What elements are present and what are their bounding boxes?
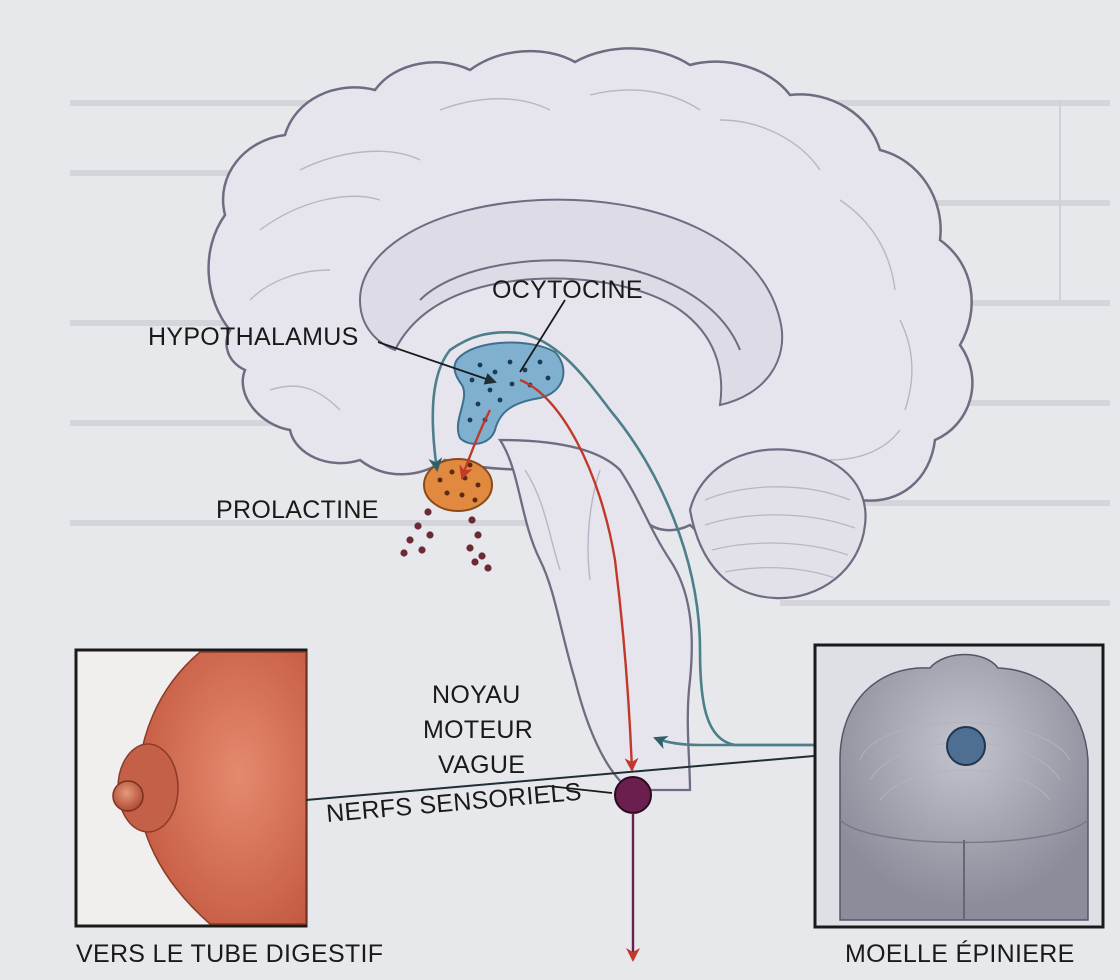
vagal-nucleus xyxy=(614,776,652,814)
pathway-to-hypothalamus xyxy=(428,331,945,747)
label-tube-digestif: VERS LE TUBE DIGESTIF xyxy=(76,940,383,968)
spinal-cord-panel xyxy=(813,643,1105,929)
pathway-to-nucleus xyxy=(653,735,945,749)
spinal-cord-section xyxy=(839,653,1089,921)
hormone-pathway xyxy=(459,378,639,772)
label-noyau: NOYAU xyxy=(432,681,521,709)
breast-panel xyxy=(74,648,308,928)
gyri-texture xyxy=(249,89,913,461)
label-moteur: MOTEUR xyxy=(423,716,533,744)
oxytocin-release-path xyxy=(519,378,639,772)
spinal-nucleus xyxy=(946,726,986,766)
label-moelle-epiniere: MOELLE ÉPINIERE xyxy=(845,939,1075,968)
label-prolactine: PROLACTINE xyxy=(216,496,379,524)
label-vague: VAGUE xyxy=(438,751,525,779)
nipple xyxy=(112,780,144,812)
cerebellum xyxy=(688,448,867,600)
prolactin-release-path xyxy=(459,409,492,480)
label-hypothalamus: HYPOTHALAMUS xyxy=(148,323,359,351)
sensory-pathway xyxy=(428,331,945,749)
brain xyxy=(207,47,974,792)
label-ocytocine: OCYTOCINE xyxy=(492,276,643,304)
label-leaders xyxy=(377,299,613,794)
pituitary-gland xyxy=(423,458,493,512)
prolactine-droplets xyxy=(400,508,492,572)
corpus-callosum xyxy=(358,198,784,407)
